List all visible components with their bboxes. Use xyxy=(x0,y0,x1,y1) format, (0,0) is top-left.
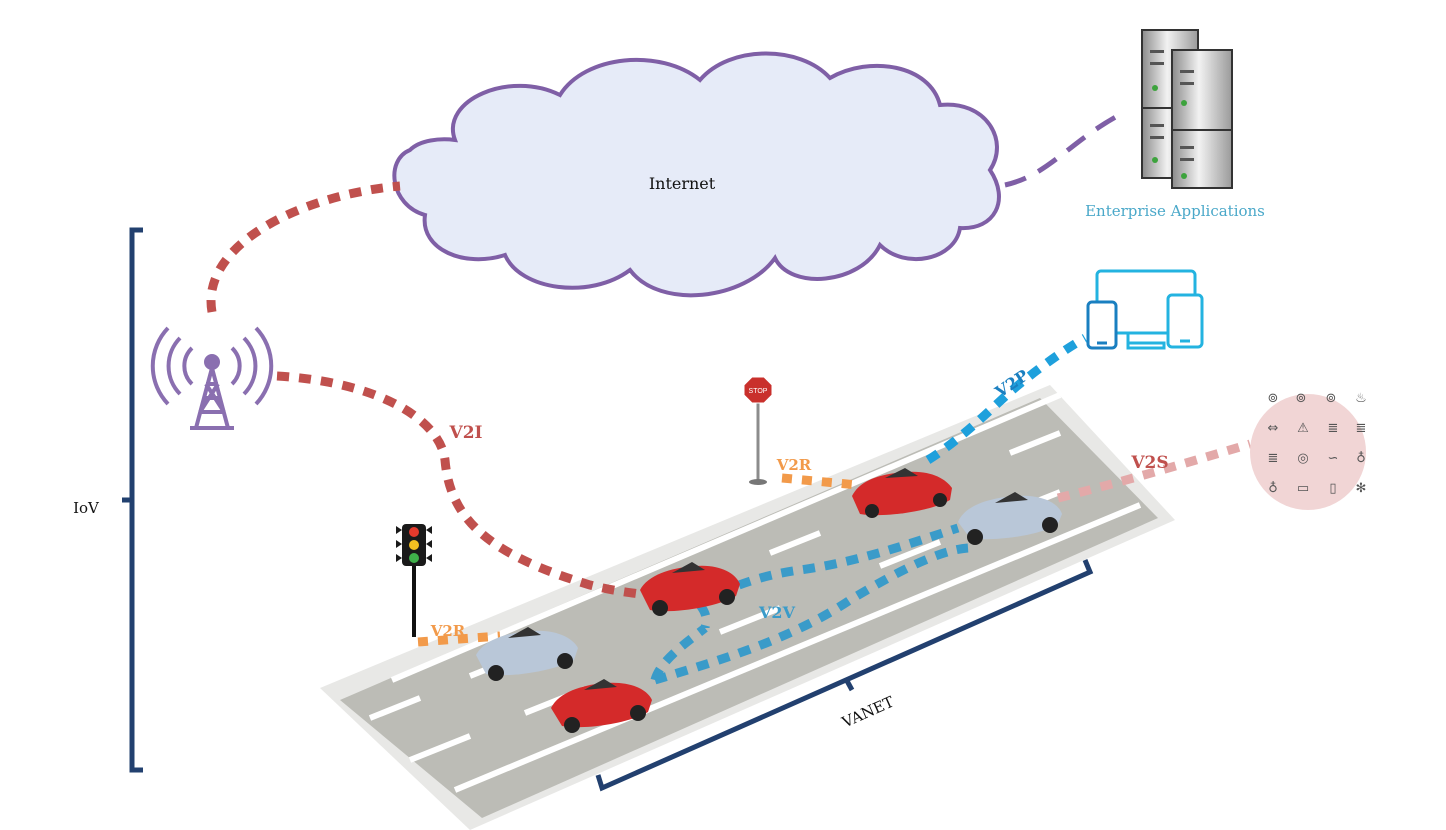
car-red-2 xyxy=(640,562,740,616)
svg-text:▭: ▭ xyxy=(1297,481,1309,496)
car-silver-1 xyxy=(958,492,1062,545)
svg-text:≣: ≣ xyxy=(1268,451,1279,466)
radio-tower-icon xyxy=(150,326,274,430)
tower-internet-link xyxy=(206,181,401,313)
v2v-link-3 xyxy=(653,543,969,685)
enterprise-label: Enterprise Applications xyxy=(1085,202,1265,220)
vanet-label: VANET xyxy=(838,693,896,732)
stop-sign-text: STOP xyxy=(749,388,768,395)
iov-bracket xyxy=(129,227,143,773)
cloud-server-link xyxy=(1004,109,1127,188)
v2s-link xyxy=(1056,439,1252,503)
traffic-light-icon xyxy=(396,524,432,637)
server-rack-icon xyxy=(1141,29,1233,189)
svg-text:⚠: ⚠ xyxy=(1297,421,1309,436)
svg-text:≣: ≣ xyxy=(1356,421,1367,436)
internet-cloud: Internet xyxy=(392,51,1001,298)
vanet-bracket-tick xyxy=(843,677,855,692)
v2i-link xyxy=(276,371,641,599)
cloud-shape xyxy=(392,51,1001,298)
svg-text:⇔: ⇔ xyxy=(1268,421,1279,436)
svg-text:⊚: ⊚ xyxy=(1268,391,1279,406)
svg-text:◎: ◎ xyxy=(1297,451,1308,466)
svg-text:≣: ≣ xyxy=(1328,421,1339,436)
iov-label: IoV xyxy=(73,499,100,517)
car-red-1 xyxy=(852,468,952,518)
v2v-label: V2V xyxy=(758,603,796,622)
car-silver-2 xyxy=(476,627,578,681)
svg-text:⊚: ⊚ xyxy=(1326,391,1337,406)
v2v-link-2 xyxy=(650,602,711,682)
v2s-label: V2S xyxy=(1130,453,1168,473)
svg-text:✻: ✻ xyxy=(1356,481,1367,496)
internet-label: Internet xyxy=(649,174,716,193)
car-red-3 xyxy=(551,679,652,733)
v2r-link-top xyxy=(781,473,859,490)
svg-text:∽: ∽ xyxy=(1328,451,1339,466)
svg-text:♨: ♨ xyxy=(1355,391,1367,406)
svg-text:♁: ♁ xyxy=(1268,481,1278,496)
stop-sign-icon: STOP xyxy=(743,376,773,485)
v2r-label-top: V2R xyxy=(776,456,812,474)
v2r-label-bottom: V2R xyxy=(430,622,466,640)
v2p-link xyxy=(925,334,1088,464)
svg-text:♁: ♁ xyxy=(1356,451,1366,466)
svg-text:⊚: ⊚ xyxy=(1296,391,1307,406)
svg-text:▯: ▯ xyxy=(1329,481,1336,496)
devices-icon xyxy=(1086,269,1204,350)
v2i-label: V2I xyxy=(449,423,483,443)
v2r-link-bottom xyxy=(417,631,501,647)
road xyxy=(320,385,1175,830)
dashboard-warning-icons: ⊚ ⊚ ⊚ ♨ ⇔ ⚠ ≣ ≣ ≣ ◎ ∽ ♁ ♁ ▭ ▯ ✻ xyxy=(1250,391,1367,510)
